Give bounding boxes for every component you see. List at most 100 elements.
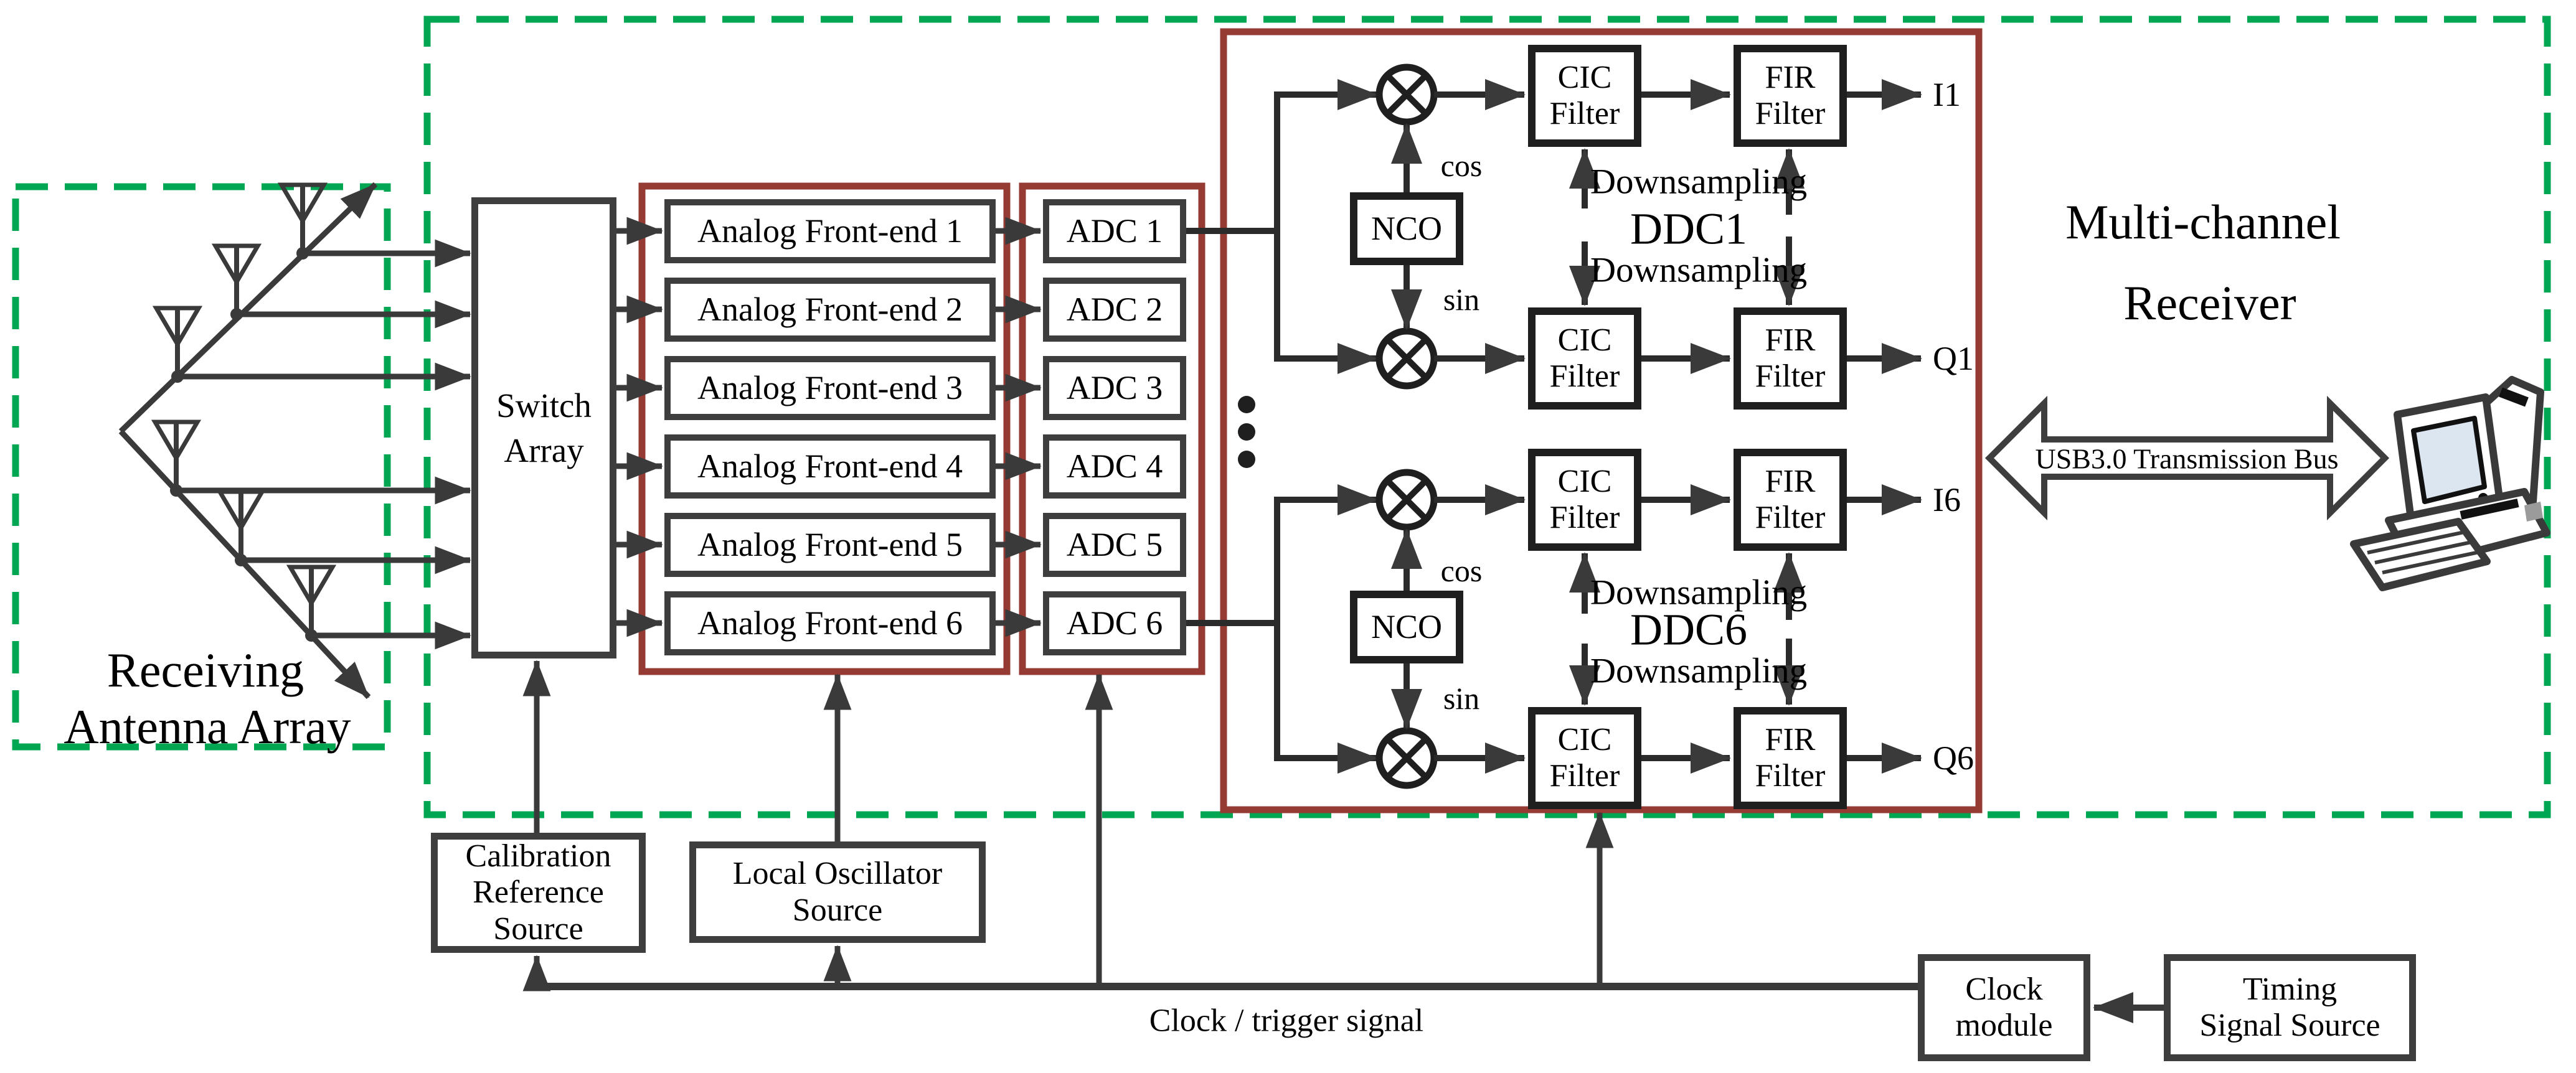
antenna-node-dot xyxy=(296,247,309,260)
mixer-cross xyxy=(1385,478,1428,522)
clock-trigger-signal-label: Clock / trigger signal xyxy=(1149,1003,1424,1039)
cos-label-ddc6: cos xyxy=(1440,553,1483,588)
adc-label: ADC 2 xyxy=(1066,291,1163,329)
calibration-reference-source-box: Calibration Reference Source xyxy=(431,833,646,953)
timing-source-label-line2: Signal Source xyxy=(2199,1008,2380,1043)
green-dashed-boundary-multichannel-receiver xyxy=(423,16,2551,818)
ddc1-name-label: DDC1 xyxy=(1630,204,1748,254)
output-label-q6: Q6 xyxy=(1933,739,1974,777)
mixer-icon-ddc6-i xyxy=(1375,469,1438,531)
downsampling-label-ddc1-q: Downsampling xyxy=(1590,250,1808,290)
timing-signal-source-box: Timing Signal Source xyxy=(2164,954,2416,1061)
fir-label-line2: Filter xyxy=(1755,358,1826,394)
antenna-icon-4 xyxy=(151,419,202,497)
antenna-icon-6 xyxy=(286,565,337,642)
mixer-cross xyxy=(1385,736,1428,780)
clock-module-label-line2: module xyxy=(1955,1008,2053,1043)
antenna-node-dot xyxy=(230,308,243,321)
cos-label-ddc1: cos xyxy=(1440,148,1483,183)
nco-label: NCO xyxy=(1371,210,1442,248)
analog-front-end-label: Analog Front-end 4 xyxy=(697,447,963,485)
nco-box-ddc6: NCO xyxy=(1350,591,1463,663)
fir-label-line2: Filter xyxy=(1755,96,1826,131)
downsampling-label-ddc6-i: Downsampling xyxy=(1590,573,1808,612)
ellipsis-dot xyxy=(1238,396,1255,413)
mixer-cross xyxy=(1385,73,1428,116)
computer-keyboard-row xyxy=(2367,530,2468,555)
antenna-triangle xyxy=(151,419,202,462)
calibration-label-line3: Source xyxy=(493,911,583,947)
vertical-ellipsis-icon xyxy=(1238,396,1255,468)
analog-front-end-label: Analog Front-end 2 xyxy=(697,291,963,329)
calibration-label-line1: Calibration xyxy=(465,838,611,874)
calibration-label-line2: Reference xyxy=(473,874,604,911)
computer-base-slot xyxy=(2460,499,2519,520)
cic-label-line2: Filter xyxy=(1549,758,1620,794)
antenna-node-dot xyxy=(171,370,184,383)
sin-label-ddc6: sin xyxy=(1443,681,1480,716)
adc-box-4: ADC 4 xyxy=(1043,434,1186,499)
switch-array-box: Switch Array xyxy=(471,197,616,658)
antenna-triangle xyxy=(152,306,203,349)
cic-label-line1: CIC xyxy=(1557,463,1612,499)
output-label-i6: I6 xyxy=(1933,481,1961,518)
adc-box-6: ADC 6 xyxy=(1043,591,1186,655)
nco-box-ddc1: NCO xyxy=(1350,192,1463,265)
antenna-triangle xyxy=(215,489,267,532)
analog-front-end-label: Analog Front-end 5 xyxy=(697,526,963,564)
cic-label-line1: CIC xyxy=(1557,322,1612,358)
switch-array-label-line2: Array xyxy=(504,431,584,469)
fir-label-line1: FIR xyxy=(1765,59,1816,95)
green-dashed-boundary-antenna-array xyxy=(12,183,391,751)
ellipsis-dot xyxy=(1238,451,1255,468)
fir-label-line1: FIR xyxy=(1765,322,1816,358)
computer-tower-vent xyxy=(2499,387,2529,407)
adc-label: ADC 5 xyxy=(1066,526,1163,564)
antenna-node-dot xyxy=(170,484,182,497)
analog-front-end-box-2: Analog Front-end 2 xyxy=(664,278,996,342)
local-oscillator-label-line1: Local Oscillator xyxy=(732,856,943,892)
antenna-array-title-line2: Antenna Array xyxy=(64,700,351,754)
red-group-boundary-adcs xyxy=(1019,182,1205,675)
computer-base-badge xyxy=(2524,502,2543,522)
local-oscillator-label-line2: Source xyxy=(792,892,883,928)
analog-front-end-label: Analog Front-end 3 xyxy=(697,369,963,407)
antenna-icon-1 xyxy=(277,182,328,260)
antenna-triangle xyxy=(277,182,328,225)
adc-label: ADC 6 xyxy=(1066,604,1163,642)
signal-line-ddc1-i-branch xyxy=(1274,79,1378,231)
downsampling-label-ddc6-q: Downsampling xyxy=(1590,651,1808,691)
adc-box-5: ADC 5 xyxy=(1043,513,1186,577)
signal-line-ddc6-i-branch xyxy=(1274,484,1378,623)
cic-label-line2: Filter xyxy=(1549,96,1620,131)
antenna-node-dot xyxy=(305,629,318,642)
analog-front-end-box-4: Analog Front-end 4 xyxy=(664,434,996,499)
downsampling-label-ddc1-i: Downsampling xyxy=(1590,162,1808,202)
analog-front-end-label: Analog Front-end 1 xyxy=(697,212,963,250)
ellipsis-dot xyxy=(1238,423,1255,441)
local-oscillator-source-box: Local Oscillator Source xyxy=(689,841,986,943)
usb-bus-label: USB3.0 Transmission Bus xyxy=(2035,443,2339,475)
adc-label: ADC 3 xyxy=(1066,369,1163,407)
clock-module-box: Clock module xyxy=(1918,954,2090,1061)
receiver-title-line2: Receiver xyxy=(2123,276,2296,330)
switch-array-label-line1: Switch xyxy=(496,387,592,424)
clock-module-label-line1: Clock xyxy=(1965,971,2043,1007)
analog-front-end-box-3: Analog Front-end 3 xyxy=(664,356,996,420)
antenna-array-title-line1: Receiving xyxy=(106,643,304,697)
antenna-triangle xyxy=(286,565,337,607)
fir-label-line2: Filter xyxy=(1755,500,1826,535)
antenna-triangle xyxy=(211,243,262,286)
cic-label-line1: CIC xyxy=(1557,721,1612,757)
mixer-icon-ddc1-q xyxy=(1375,327,1438,390)
antenna-arm-upper xyxy=(118,182,378,434)
analog-front-end-box-6: Analog Front-end 6 xyxy=(664,591,996,655)
adc-label: ADC 1 xyxy=(1066,212,1163,250)
analog-front-end-label: Analog Front-end 6 xyxy=(697,604,963,642)
fir-label-line1: FIR xyxy=(1765,463,1816,499)
